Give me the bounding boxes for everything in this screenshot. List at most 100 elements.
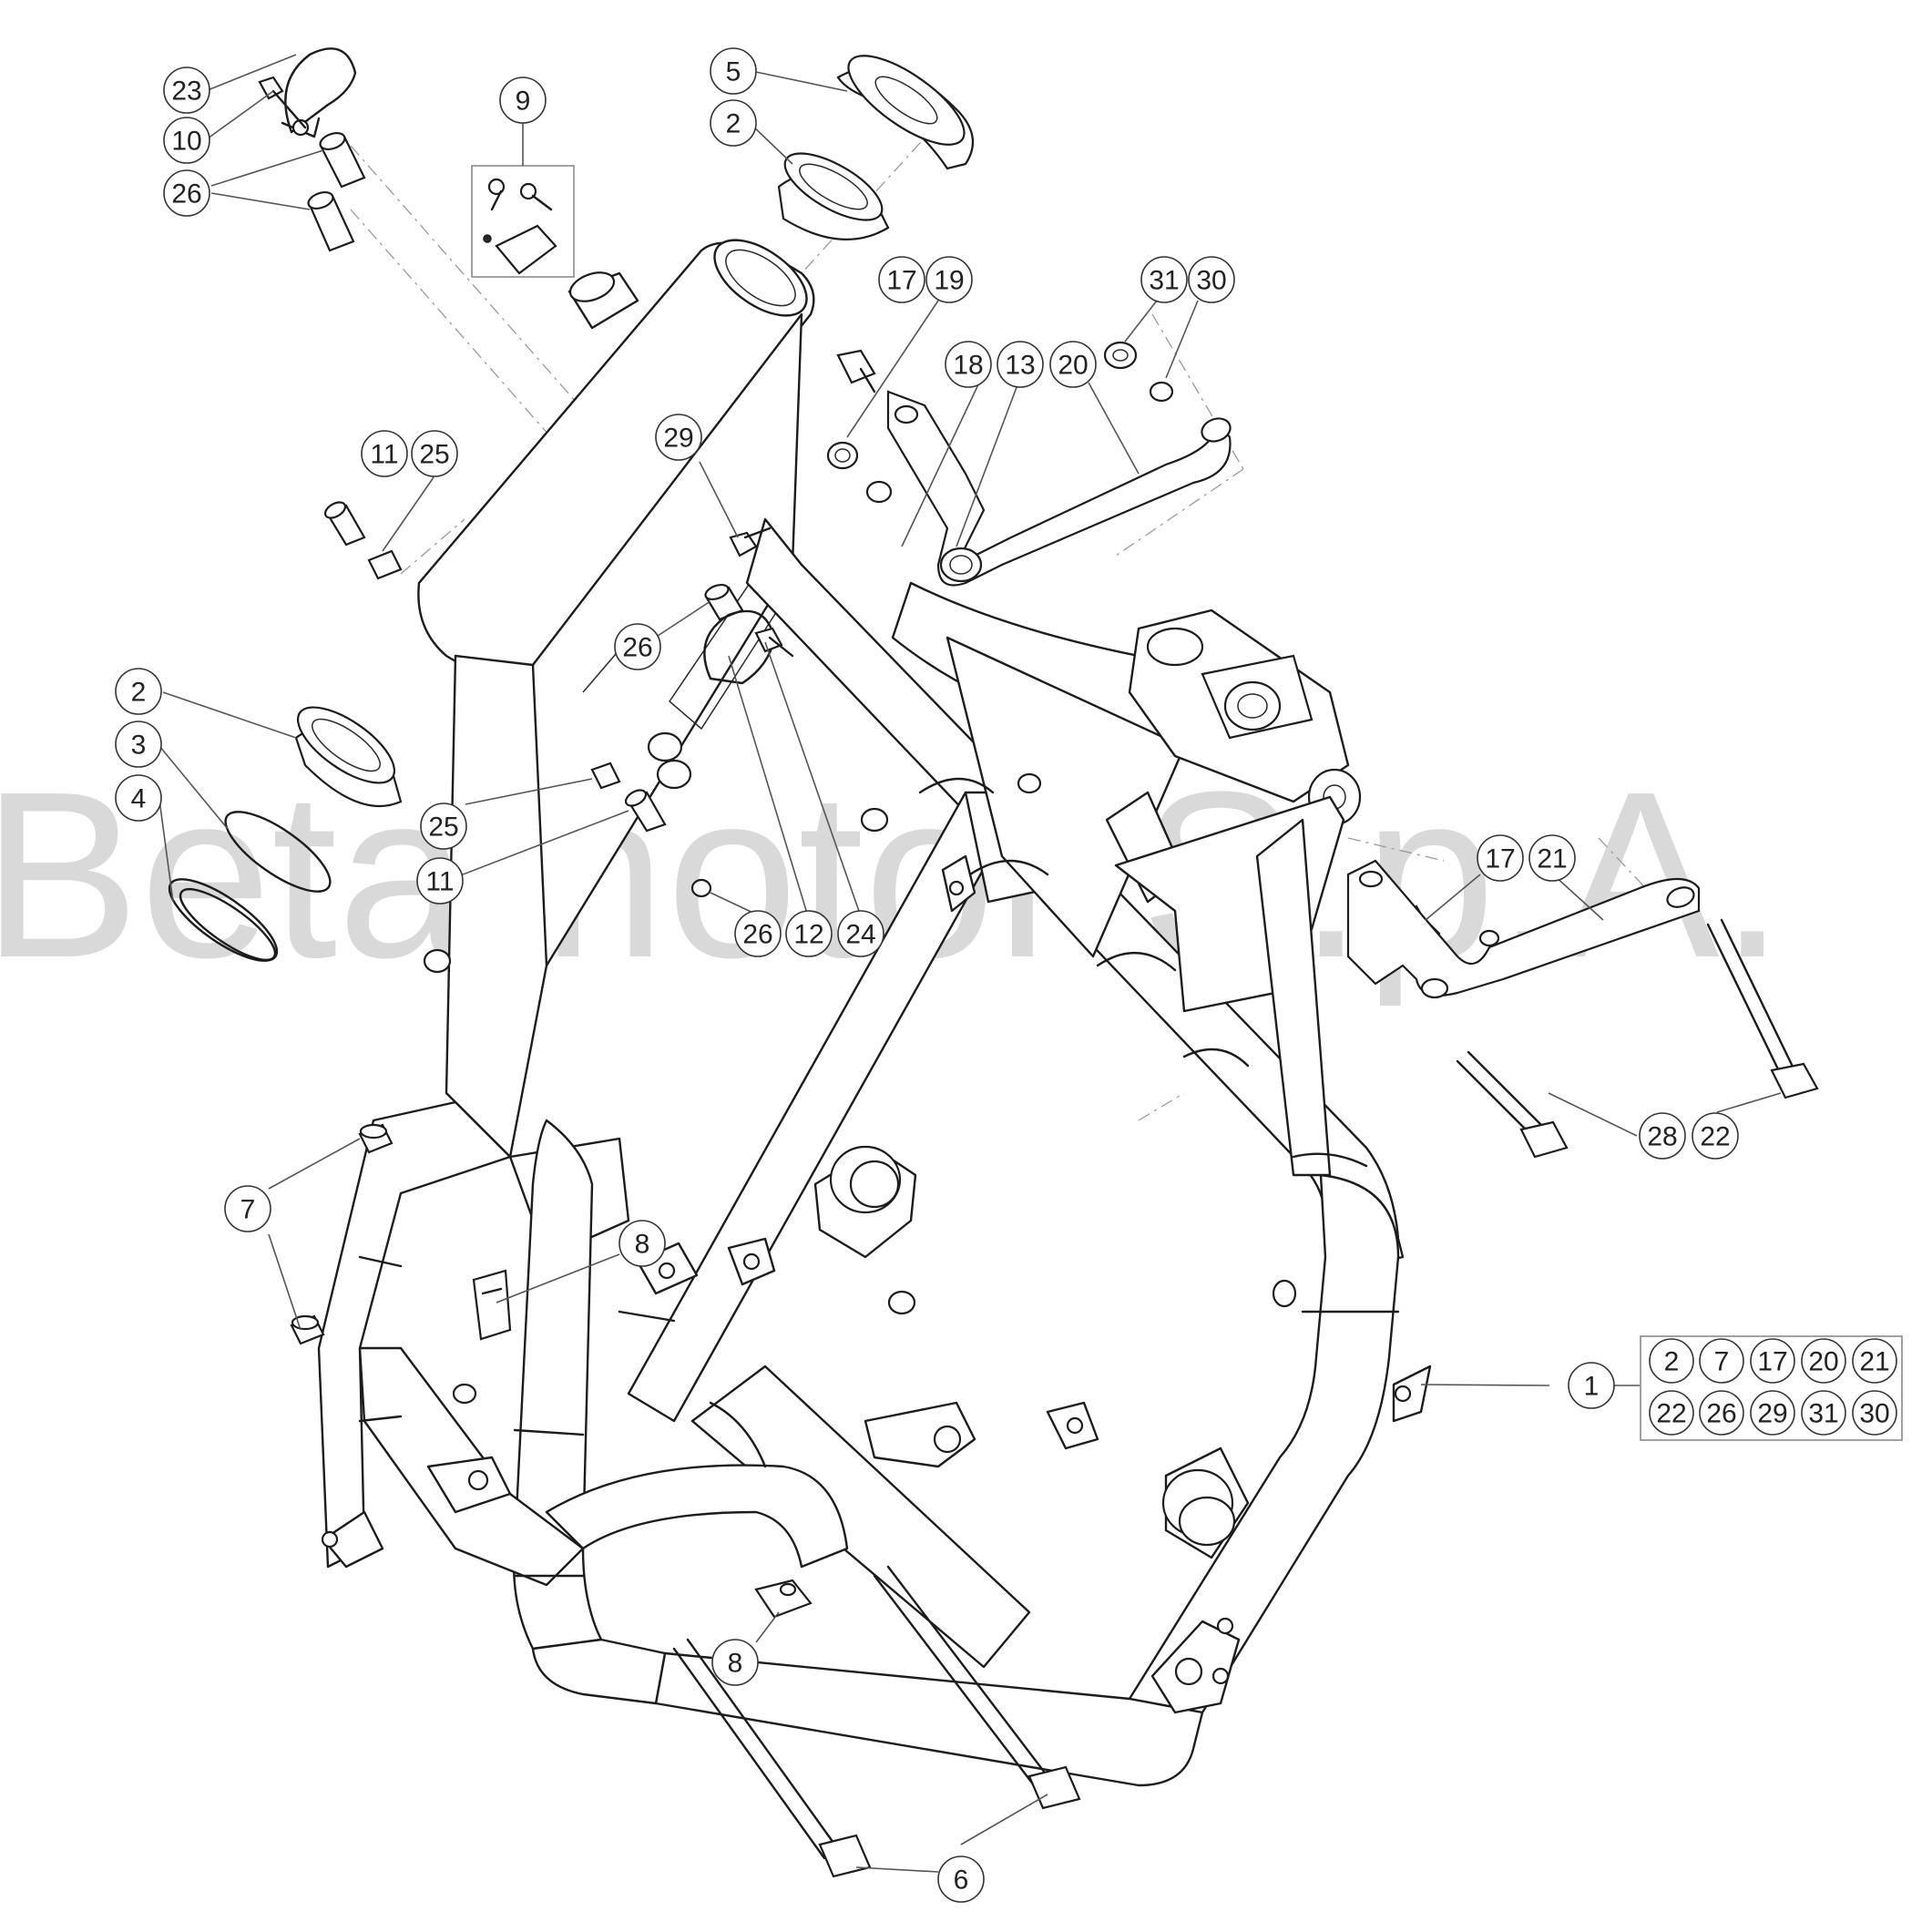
callouts: 23 10 26 9 5 2 17 19 31 30 18 13 20 29 1… <box>115 47 1739 1903</box>
kit-item: 2 <box>1649 1338 1694 1384</box>
svg-text:26: 26 <box>1706 1399 1736 1429</box>
callout-24: 24 <box>837 910 884 957</box>
washer-part-30 <box>1149 381 1174 403</box>
callout-2: 2 <box>710 99 757 147</box>
nut-part-7-bottom <box>290 1314 325 1345</box>
svg-text:17: 17 <box>886 266 916 296</box>
svg-text:17: 17 <box>1757 1347 1787 1377</box>
kit-item: 29 <box>1750 1390 1795 1436</box>
svg-text:2: 2 <box>131 678 147 708</box>
svg-text:29: 29 <box>663 424 693 454</box>
callout-29: 29 <box>655 414 702 461</box>
svg-text:12: 12 <box>793 920 823 950</box>
callout-19: 19 <box>925 256 973 303</box>
svg-text:5: 5 <box>726 57 741 87</box>
callout-26: 26 <box>734 910 782 957</box>
washer-part-18 <box>865 480 893 504</box>
callout-8: 8 <box>618 1220 666 1267</box>
callout-31: 31 <box>1140 256 1188 303</box>
seal-part-5 <box>836 55 975 170</box>
callout-4: 4 <box>115 774 162 822</box>
kit-item: 7 <box>1699 1338 1744 1384</box>
callout-25: 25 <box>411 430 458 477</box>
svg-text:2: 2 <box>1664 1347 1680 1377</box>
svg-text:21: 21 <box>1859 1347 1889 1377</box>
svg-text:6: 6 <box>954 1866 969 1896</box>
kit-item: 17 <box>1750 1338 1795 1384</box>
svg-text:9: 9 <box>516 87 531 117</box>
svg-text:19: 19 <box>934 266 964 296</box>
clamp-part-12 <box>647 609 776 790</box>
leader-lines <box>158 54 1782 1873</box>
callout-23: 23 <box>163 66 210 114</box>
svg-text:11: 11 <box>370 440 398 470</box>
callout-17: 17 <box>1477 834 1524 882</box>
svg-text:23: 23 <box>171 77 201 107</box>
callout-30: 30 <box>1188 256 1235 303</box>
bracket-part-20 <box>886 390 1232 587</box>
kit-contents: 2 7 17 20 21 22 26 29 31 30 <box>1649 1338 1897 1436</box>
kit-item: 21 <box>1852 1338 1897 1384</box>
spacer-part-26-low <box>690 878 712 898</box>
callout-11: 11 <box>361 430 408 477</box>
svg-text:17: 17 <box>1485 844 1515 874</box>
svg-text:10: 10 <box>171 127 201 157</box>
svg-text:7: 7 <box>1714 1347 1730 1377</box>
svg-text:31: 31 <box>1808 1399 1838 1429</box>
svg-text:30: 30 <box>1196 266 1226 296</box>
callout-3: 3 <box>115 721 162 768</box>
bolt-part-11-top <box>323 501 366 547</box>
bolt-part-17-top <box>836 349 876 394</box>
bolt-part-11-mid <box>624 789 667 833</box>
callout-1: 1 <box>1568 1362 1615 1409</box>
nut-part-31 <box>1103 341 1138 370</box>
svg-text:25: 25 <box>419 440 449 470</box>
svg-text:28: 28 <box>1647 1122 1677 1152</box>
spacer-part-26-top <box>307 131 366 252</box>
svg-text:11: 11 <box>425 867 454 897</box>
callout-20: 20 <box>1049 341 1097 388</box>
bolt-part-6-left <box>672 1638 872 1878</box>
kit-item: 31 <box>1801 1390 1846 1436</box>
callout-10: 10 <box>163 117 210 164</box>
callout-11: 11 <box>416 857 464 905</box>
clip-part-8-lower <box>754 1579 813 1619</box>
svg-text:18: 18 <box>953 351 983 381</box>
clamp-part-23 <box>281 47 357 138</box>
callout-12: 12 <box>785 910 833 957</box>
bolt-part-28 <box>1456 1050 1569 1159</box>
callout-25: 25 <box>420 802 467 850</box>
svg-text:26: 26 <box>171 179 201 210</box>
nut-part-25-top <box>367 549 403 580</box>
svg-text:20: 20 <box>1808 1347 1838 1377</box>
bearing-part-2-top <box>777 152 890 240</box>
callout-22: 22 <box>1692 1112 1739 1160</box>
callout-26: 26 <box>163 169 210 217</box>
bracket-part-21 <box>1346 859 1701 999</box>
svg-text:13: 13 <box>1005 351 1035 381</box>
kit-item: 30 <box>1852 1390 1897 1436</box>
bolt-part-22 <box>1706 918 1819 1099</box>
svg-text:2: 2 <box>726 109 741 139</box>
callout-17: 17 <box>878 256 925 303</box>
callout-28: 28 <box>1639 1112 1686 1160</box>
svg-text:29: 29 <box>1757 1399 1787 1429</box>
svg-text:1: 1 <box>1584 1372 1600 1402</box>
svg-text:7: 7 <box>240 1195 256 1225</box>
nut-part-19 <box>826 441 859 470</box>
kit-item: 20 <box>1801 1338 1846 1384</box>
svg-text:30: 30 <box>1859 1399 1889 1429</box>
nut-part-25-mid <box>590 762 621 790</box>
callout-18: 18 <box>945 341 992 388</box>
svg-text:22: 22 <box>1656 1399 1686 1429</box>
svg-text:22: 22 <box>1700 1122 1730 1152</box>
callout-8: 8 <box>711 1639 759 1686</box>
bearing-part-2-bottom <box>294 706 403 808</box>
main-frame <box>317 239 1432 1787</box>
svg-text:8: 8 <box>635 1230 650 1260</box>
svg-text:21: 21 <box>1537 844 1567 874</box>
clip-part-8-upper <box>472 1269 512 1341</box>
nut-part-7-top <box>358 1123 394 1154</box>
callout-13: 13 <box>997 341 1044 388</box>
